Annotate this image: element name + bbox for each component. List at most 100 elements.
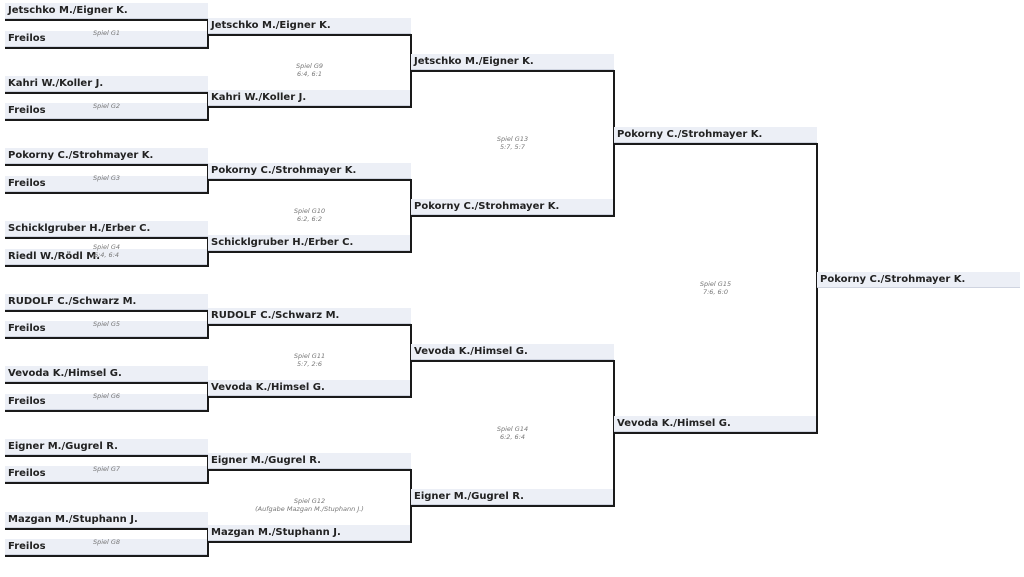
- slot-r2-m4-bottom: Mazgan M./Stuphann J.: [208, 525, 411, 541]
- spiel-label: Spiel G3: [92, 174, 121, 182]
- connector-line: [614, 143, 817, 145]
- spiel-label: Spiel G11: [293, 352, 326, 360]
- match-info-spiel-g1: Spiel G1: [5, 29, 208, 37]
- match-info-spiel-g3: Spiel G3: [5, 174, 208, 182]
- slot-r1-m3-bottom: Freilos: [5, 176, 208, 192]
- slot-r1-m2-top: Kahri W./Koller J.: [5, 76, 208, 92]
- connector-line: [208, 179, 411, 181]
- match-info-spiel-g2: Spiel G2: [5, 102, 208, 110]
- spiel-label: Spiel G12: [293, 497, 326, 505]
- connector-line: [411, 360, 614, 362]
- connector-line: [613, 360, 615, 507]
- connector-line: [5, 482, 208, 484]
- connector-line: [207, 382, 209, 412]
- connector-line: [410, 179, 412, 253]
- connector-line: [5, 337, 208, 339]
- connector-line: [5, 410, 208, 412]
- slot-r3-m2-bottom: Eigner M./Gugrel R.: [411, 489, 614, 505]
- connector-line: [207, 528, 209, 557]
- connector-line: [410, 34, 412, 108]
- spiel-label: Spiel G2: [92, 101, 121, 110]
- connector-line: [208, 251, 411, 253]
- match-info-spiel-g5: Spiel G5: [5, 320, 208, 328]
- connector-line: [5, 265, 208, 267]
- connector-line: [410, 324, 412, 398]
- slot-r2-m1-top: Jetschko M./Eigner K.: [208, 18, 411, 34]
- slot-r1-m2-bottom: Freilos: [5, 103, 208, 119]
- connector-line: [816, 143, 818, 434]
- slot-r1-m4-top: Schicklgruber H./Erber C.: [5, 221, 208, 237]
- slot-r1-m1-bottom: Freilos: [5, 31, 208, 47]
- spiel-label: Spiel G10: [293, 207, 326, 215]
- match-result: 5:7, 5:7: [499, 142, 526, 151]
- spiel-label: Spiel G4: [92, 243, 121, 251]
- slot-r1-m7-top: Eigner M./Gugrel R.: [5, 439, 208, 455]
- match-result: 7:6, 6:0: [702, 287, 729, 296]
- slot-r1-m4-bottom: Riedl W./Rödl M.: [5, 249, 208, 265]
- connector-line: [5, 310, 208, 312]
- spiel-label: Spiel G9: [295, 62, 324, 70]
- spiel-label: Spiel G8: [92, 537, 121, 546]
- slot-r1-m1-top: Jetschko M./Eigner K.: [5, 3, 208, 19]
- slot-r3-m1-bottom: Pokorny C./Strohmayer K.: [411, 199, 614, 215]
- slot-r4-m1-top: Pokorny C./Strohmayer K.: [614, 127, 817, 143]
- slot-r1-m3-top: Pokorny C./Strohmayer K.: [5, 148, 208, 164]
- slot-r2-m1-bottom: Kahri W./Koller J.: [208, 90, 411, 106]
- spiel-label: Spiel G15: [699, 279, 732, 288]
- connector-line: [208, 469, 411, 471]
- spiel-label: Spiel G6: [92, 392, 121, 400]
- connector-line: [208, 34, 411, 36]
- slot-r2-m3-bottom: Vevoda K./Himsel G.: [208, 380, 411, 396]
- connector-line: [207, 455, 209, 484]
- connector-line: [5, 192, 208, 194]
- match-result: 6:2, 6:4: [499, 432, 526, 441]
- spiel-label: Spiel G14: [496, 424, 529, 433]
- match-result: 5:7, 2:6: [296, 360, 323, 368]
- connector-line: [208, 324, 411, 326]
- connector-line: [207, 164, 209, 194]
- connector-line: [5, 528, 208, 530]
- connector-line: [5, 19, 208, 21]
- match-result: 6:4, 6:1: [296, 70, 323, 78]
- spiel-label: Spiel G1: [92, 29, 121, 37]
- slot-r1-m7-bottom: Freilos: [5, 466, 208, 482]
- spiel-label: Spiel G13: [496, 134, 529, 143]
- connector-line: [207, 310, 209, 339]
- connector-line: [5, 382, 208, 384]
- slot-r2-m3-top: RUDOLF C./Schwarz M.: [208, 308, 411, 324]
- match-info-spiel-g12: Spiel G12(Aufgabe Mazgan M./Stuphann J.): [208, 497, 411, 513]
- connector-line: [5, 555, 208, 557]
- connector-line: [613, 70, 615, 217]
- connector-line: [5, 455, 208, 457]
- slot-r3-m1-top: Jetschko M./Eigner K.: [411, 54, 614, 70]
- match-result: 6:4, 6:4: [93, 251, 120, 259]
- slot-r1-m8-bottom: Freilos: [5, 539, 208, 555]
- spiel-label: Spiel G5: [92, 319, 121, 328]
- connector-line: [5, 237, 208, 239]
- connector-line: [411, 70, 614, 72]
- slot-r1-m8-top: Mazgan M./Stuphann J.: [5, 512, 208, 528]
- spiel-label: Spiel G7: [92, 464, 121, 473]
- slot-r2-m2-bottom: Schicklgruber H./Erber C.: [208, 235, 411, 251]
- connector-line: [207, 237, 209, 267]
- connector-line: [5, 119, 208, 121]
- connector-line: [5, 164, 208, 166]
- slot-r1-m5-top: RUDOLF C./Schwarz M.: [5, 294, 208, 310]
- connector-line: [207, 92, 209, 121]
- connector-line: [208, 396, 411, 398]
- connector-line: [411, 505, 614, 507]
- connector-line: [5, 92, 208, 94]
- connector-line: [207, 19, 209, 49]
- slot-r1-m6-bottom: Freilos: [5, 394, 208, 410]
- connector-line: [411, 215, 614, 217]
- slot-r1-m6-top: Vevoda K./Himsel G.: [5, 366, 208, 382]
- connector-line: [208, 541, 411, 543]
- connector-line: [5, 47, 208, 49]
